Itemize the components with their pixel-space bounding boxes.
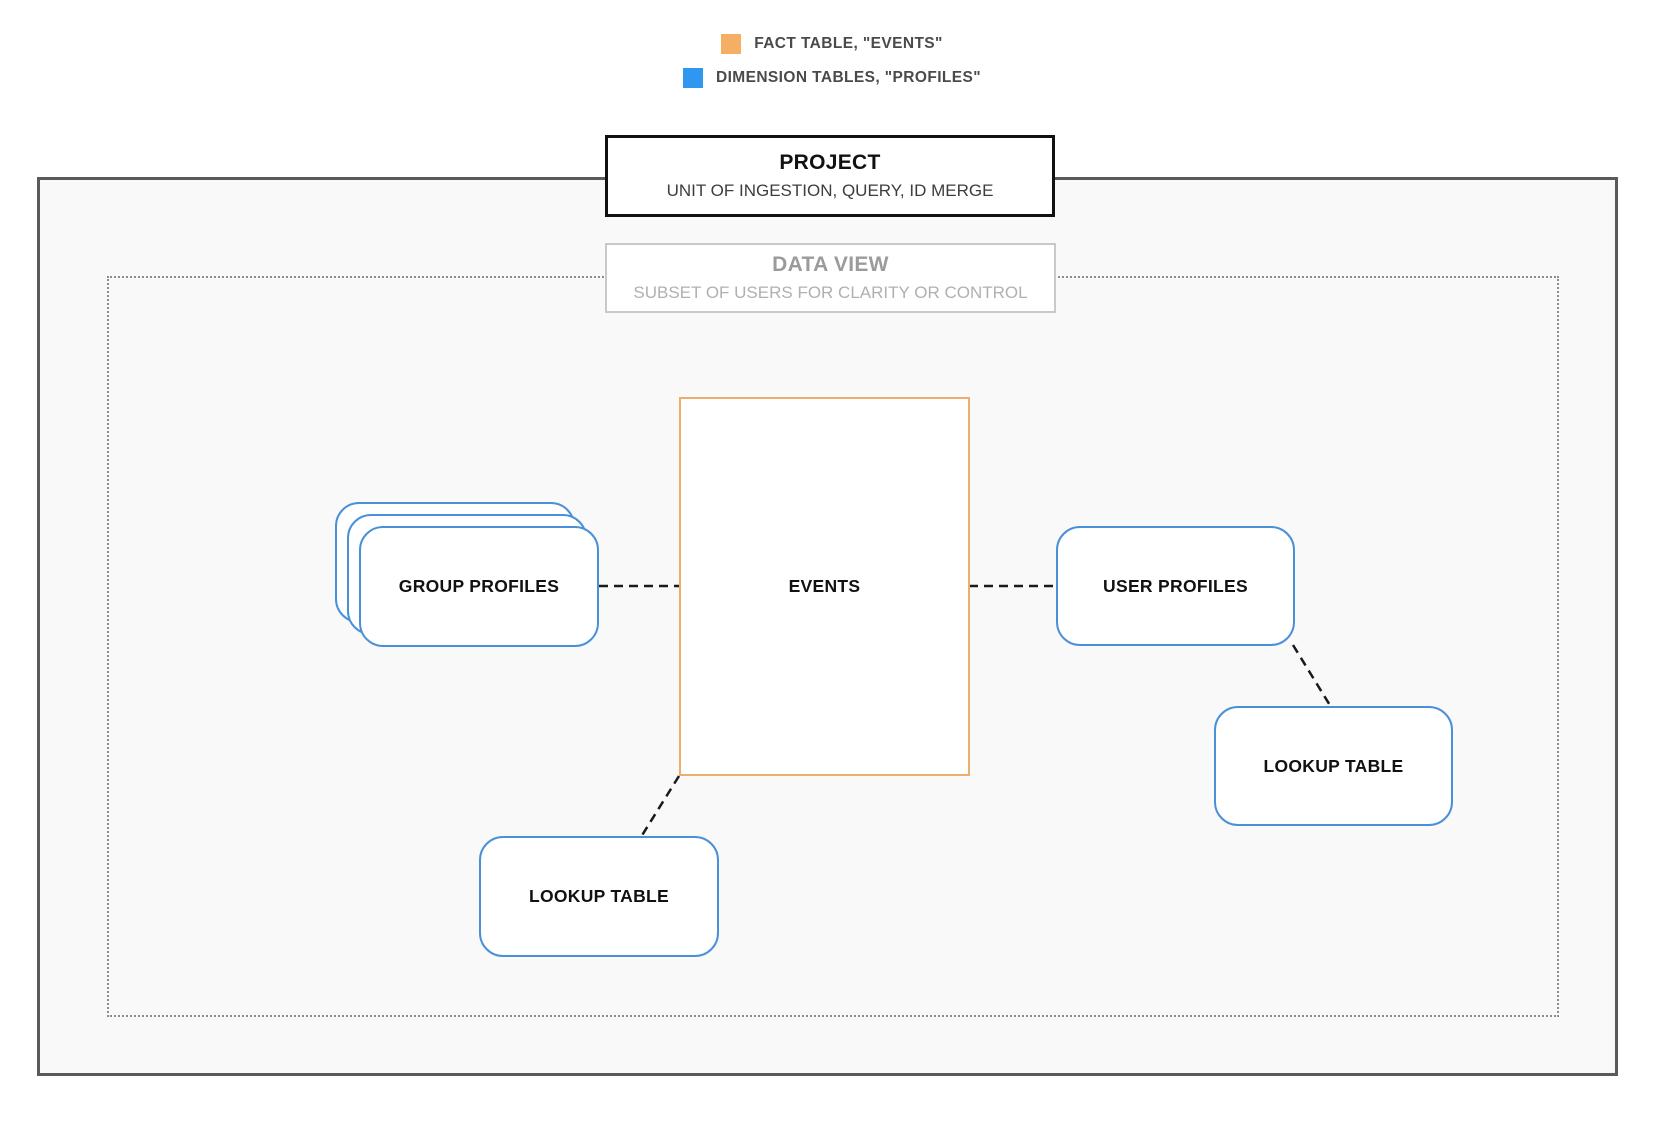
node-events-label: EVENTS	[788, 576, 861, 596]
fact-table-swatch-icon	[721, 34, 742, 54]
node-events: EVENTS	[679, 397, 970, 776]
legend-label-dimension-tables: DIMENSION TABLES, "PROFILES"	[715, 69, 981, 86]
legend-item-dimension-tables: DIMENSION TABLES, "PROFILES"	[682, 68, 981, 88]
data-view-box: DATA VIEW SUBSET OF USERS FOR CLARITY OR…	[605, 243, 1056, 313]
data-view-subtitle: SUBSET OF USERS FOR CLARITY OR CONTROL	[633, 283, 1028, 302]
node-group-profiles: GROUP PROFILES	[359, 526, 599, 647]
project-box: PROJECT UNIT OF INGESTION, QUERY, ID MER…	[605, 135, 1055, 217]
project-subtitle: UNIT OF INGESTION, QUERY, ID MERGE	[666, 181, 994, 200]
project-title: PROJECT	[779, 151, 881, 174]
data-view-title: DATA VIEW	[772, 253, 889, 276]
legend-item-fact-table: FACT TABLE, "EVENTS"	[721, 34, 943, 54]
legend: FACT TABLE, "EVENTS" DIMENSION TABLES, "…	[0, 34, 1664, 88]
node-lookup-table-right-label: LOOKUP TABLE	[1263, 755, 1404, 776]
dimension-tables-swatch-icon	[682, 68, 703, 88]
node-lookup-table-right: LOOKUP TABLE	[1214, 706, 1453, 826]
node-user-profiles: USER PROFILES	[1056, 526, 1295, 646]
node-group-profiles-label: GROUP PROFILES	[398, 576, 560, 596]
node-lookup-table-left: LOOKUP TABLE	[479, 836, 719, 957]
node-lookup-table-left-label: LOOKUP TABLE	[528, 886, 670, 906]
node-user-profiles-label: USER PROFILES	[1103, 575, 1248, 596]
legend-label-fact-table: FACT TABLE, "EVENTS"	[754, 35, 943, 52]
